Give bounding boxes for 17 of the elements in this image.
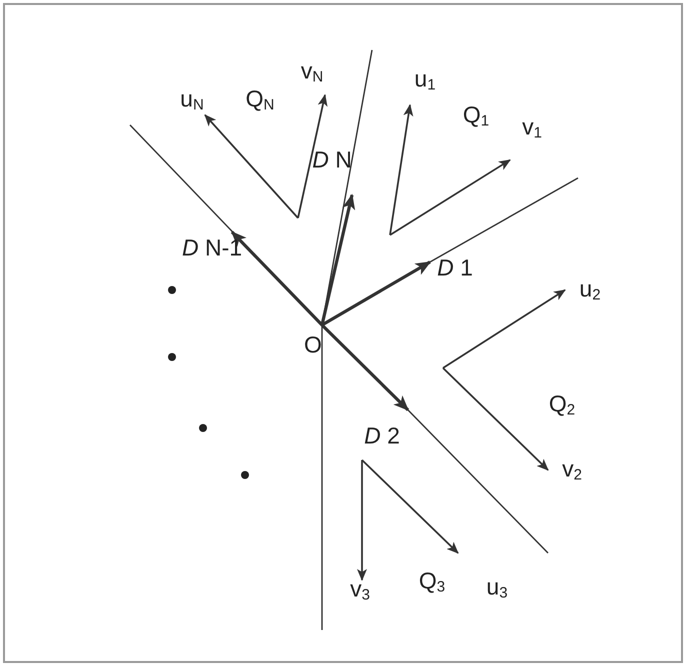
region-label: Q$_{1}$ [462,104,490,128]
origin-label: O [304,334,322,356]
vector-label: u$_{1}$ [414,68,436,92]
region-label: Q$_{N}$ [246,88,274,112]
direction-label: D N-1 [182,236,242,260]
vector-label: u$_{2}$ [579,278,601,302]
direction-label: D N [312,148,352,172]
region-label: Q$_{2}$ [548,392,576,418]
vector-label: v$_{N}$ [300,60,324,84]
direction-label: D 2 [364,424,400,448]
vector-label: v$_{1}$ [522,116,542,140]
vector-label: u$_{N}$ [180,88,204,112]
direction-label: D 1 [437,256,473,280]
vector-label: v$_{2}$ [562,458,582,482]
vector-label: v$_{3}$ [350,578,370,602]
region-label: Q$_{3}$ [418,570,446,594]
vector-label: u$_{3}$ [486,576,508,600]
